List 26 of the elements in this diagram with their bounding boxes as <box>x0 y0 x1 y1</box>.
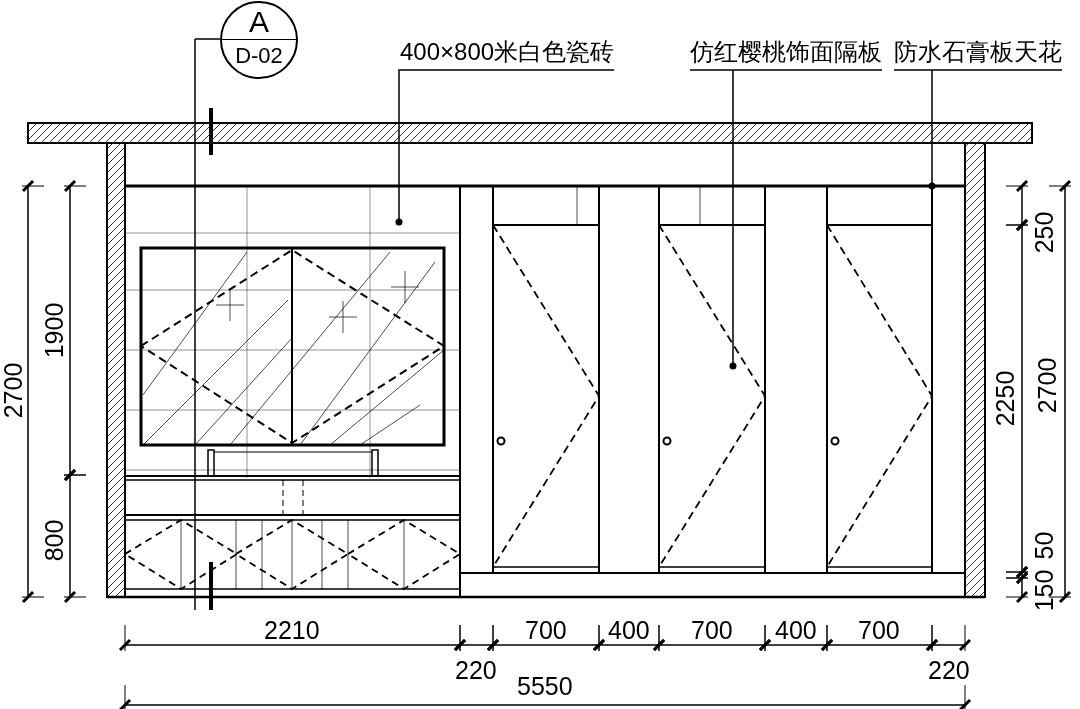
dimension-text: 700 <box>858 617 900 643</box>
dimension-text: 400 <box>775 617 817 643</box>
dimension-text: 2700 <box>1 362 27 418</box>
leader-line <box>893 69 1063 190</box>
dimension-text: 50 <box>1032 531 1058 559</box>
material-label: 防水石膏板天花 <box>894 36 1062 68</box>
leader-line <box>395 69 615 226</box>
dimension-text: 5550 <box>517 673 573 699</box>
dimension-text: 400 <box>608 617 650 643</box>
sheet-number: D-02 <box>235 45 283 67</box>
dimension-text: 2700 <box>1035 357 1061 413</box>
dimension-text: 2250 <box>993 370 1019 426</box>
dimension-text: 250 <box>1032 211 1058 253</box>
section-letter: A <box>249 7 269 37</box>
material-label: 仿红樱桃饰面隔板 <box>690 36 882 68</box>
dimension-text: 1900 <box>42 302 68 358</box>
dimension-text: 800 <box>42 519 68 561</box>
dimension-text: 150 <box>1032 569 1058 611</box>
dimension-text: 700 <box>691 617 733 643</box>
dimension-text: 220 <box>455 657 497 683</box>
material-label: 400×800米白色瓷砖 <box>400 36 615 68</box>
dimension-text: 220 <box>928 657 970 683</box>
section-marker <box>220 1 298 79</box>
dimension-text: 700 <box>525 617 567 643</box>
dimension-text: 2210 <box>264 617 320 643</box>
leader-line <box>689 69 883 370</box>
